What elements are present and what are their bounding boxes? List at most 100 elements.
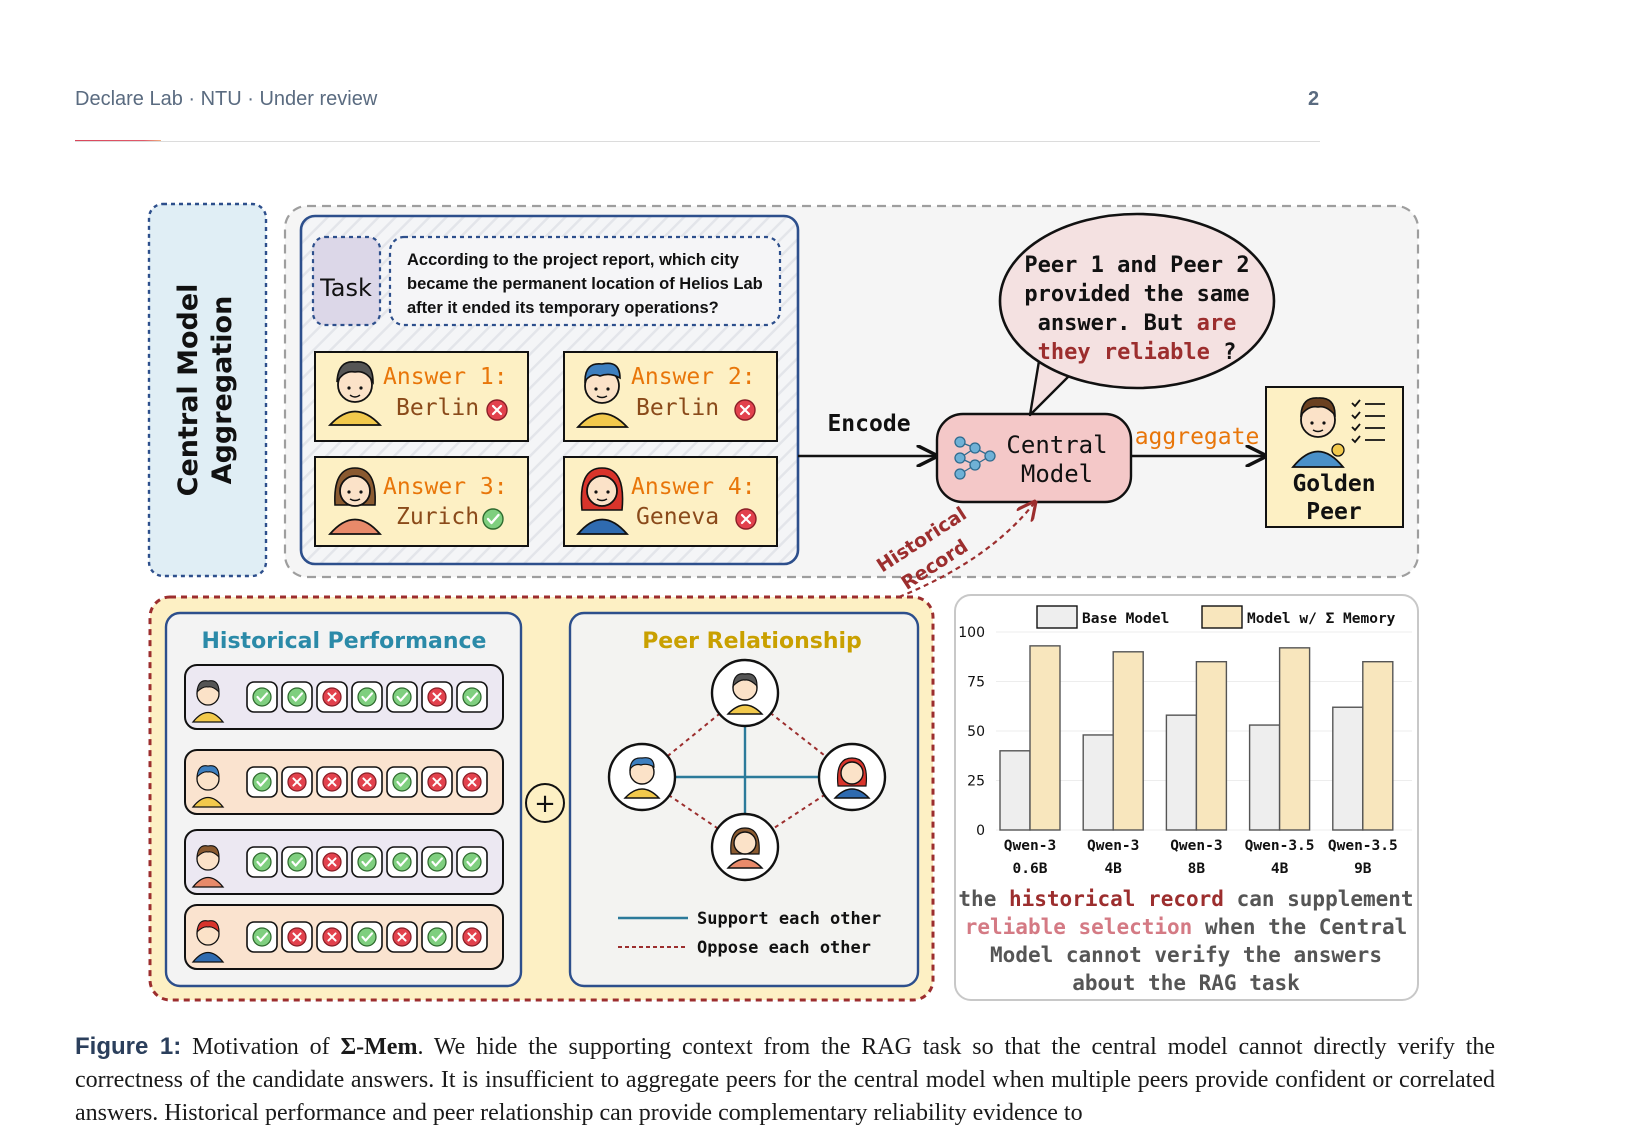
bar-memory-model [1278, 647, 1311, 831]
x-tick-label: Qwen-3 [1087, 838, 1139, 854]
figure-1: Central Model Aggregation Task According… [147, 202, 1420, 1002]
oppose-edge [641, 692, 746, 778]
bar-base-model [999, 750, 1031, 831]
aggregate-label: aggregate [1135, 424, 1260, 450]
performance-row [184, 829, 504, 895]
answer-3-check-icon [481, 507, 505, 531]
header-rule [75, 141, 1320, 142]
peer-node-2 [607, 742, 677, 812]
answer-2-label: Answer 2: [631, 364, 756, 390]
check-icon [351, 846, 383, 878]
legend-item: Model w/ Σ Memory [1201, 605, 1396, 629]
plus-symbol-circle [525, 783, 565, 823]
legend-item: Base Model [1036, 605, 1169, 629]
task-tag [311, 235, 382, 327]
speech-bubble: Peer 1 and Peer 2 provided the same answ… [998, 212, 1276, 417]
bar-memory-model [1195, 661, 1228, 831]
peer-graph [607, 658, 887, 882]
bubble-line1: Peer 1 and Peer 2 [1024, 253, 1249, 278]
bubble-line2: provided the same [1024, 282, 1249, 307]
peer-avatar-icon [191, 920, 225, 963]
cross-icon [351, 766, 383, 798]
peer-2-avatar-icon [575, 362, 630, 428]
note-line3: Model cannot verify the answers [990, 943, 1382, 967]
check-icon [386, 766, 418, 798]
cross-icon [316, 846, 348, 878]
peer-4-avatar-icon [576, 467, 629, 535]
side-label-panel [147, 202, 268, 578]
bar-base-model [1165, 714, 1198, 831]
peer-avatar-icon [191, 765, 225, 808]
peer-node-1 [710, 658, 780, 728]
caption-method-name: Σ-Mem [340, 1034, 418, 1060]
cross-icon [281, 921, 313, 953]
golden-peer-line2: Peer [1306, 499, 1361, 525]
note-line1: the historical record can supplement [958, 887, 1413, 911]
check-icon [246, 921, 278, 953]
caption-label: Figure 1: [75, 1033, 182, 1060]
performance-row [184, 664, 504, 730]
historical-performance-title: Historical Performance [202, 629, 487, 654]
check-icon [351, 681, 383, 713]
figure-caption: Figure 1: Motivation of Σ-Mem. We hide t… [75, 1030, 1495, 1130]
answer-card-2: Answer 2: Berlin [563, 351, 778, 442]
y-tick-label: 100 [958, 625, 985, 641]
check-icon [456, 681, 488, 713]
x-tick-label: 4B [1104, 861, 1122, 877]
checklist-icon [1351, 399, 1385, 444]
answer-3-label: Answer 3: [383, 474, 508, 500]
legend-support-label: Support each other [697, 909, 881, 929]
cross-icon [421, 766, 453, 798]
x-tick-label: 4B [1271, 861, 1289, 877]
side-label-line2: Aggregation [207, 296, 238, 485]
answer-4-cross-icon [734, 507, 758, 531]
central-model-line2: Model [1021, 460, 1093, 488]
check-icon [386, 846, 418, 878]
check-icon [246, 681, 278, 713]
check-icon [421, 921, 453, 953]
encode-label: Encode [827, 411, 910, 437]
task-text-line1: According to the project report, which c… [407, 251, 740, 269]
bar-base-model [1332, 706, 1364, 831]
side-label-line1: Central Model [173, 284, 204, 497]
answer-2-city: Berlin [636, 395, 719, 421]
bar-memory-model [1029, 645, 1061, 831]
answer-card-1: Answer 1: Berlin [314, 351, 529, 442]
answer-2-cross-icon [733, 398, 757, 422]
peer-node-3 [710, 812, 780, 882]
golden-peer-avatar-icon [1291, 397, 1345, 468]
check-icon [246, 846, 278, 878]
chart-note: the historical record can supplement rel… [958, 887, 1413, 995]
caption-text-2: . We hide the supporting context from th… [75, 1034, 1496, 1126]
golden-peer-line1: Golden [1292, 471, 1375, 497]
check-icon [281, 846, 313, 878]
legend-label: Model w/ Σ Memory [1247, 611, 1396, 627]
y-tick-label: 75 [967, 675, 985, 691]
task-text-line2: became the permanent location of Helios … [407, 275, 763, 293]
legend-label: Base Model [1082, 611, 1169, 627]
x-tick-label: Qwen-3.5 [1245, 838, 1315, 854]
historical-record-arrow [898, 502, 1035, 599]
answer-4-city: Geneva [636, 504, 719, 530]
cross-icon [316, 766, 348, 798]
answer-card-3: Answer 3: Zurich [314, 456, 529, 547]
answer-4-label: Answer 4: [631, 474, 756, 500]
answer-1-city: Berlin [396, 395, 479, 421]
bar-memory-model [1362, 661, 1394, 831]
running-header: Declare Lab · NTU · Under review [75, 88, 378, 110]
caption-text-1: Motivation of [181, 1034, 341, 1060]
answer-3-city: Zurich [396, 504, 479, 530]
y-tick-label: 50 [967, 724, 985, 740]
bar-base-model [1248, 724, 1281, 831]
cross-icon [456, 921, 488, 953]
x-tick-label: 9B [1354, 861, 1372, 877]
answer-card-4: Answer 4: Geneva [563, 456, 778, 547]
x-tick-label: Qwen-3.5 [1328, 838, 1398, 854]
peer-3-avatar-icon [328, 467, 382, 535]
x-tick-label: 0.6B [1013, 861, 1048, 877]
x-tick-label: Qwen-3 [1004, 838, 1056, 854]
peer-avatar-icon [191, 845, 225, 888]
bar-base-model [1082, 734, 1114, 831]
y-tick-label: 0 [976, 823, 985, 839]
bubble-line4: they reliable ? [1038, 340, 1237, 365]
